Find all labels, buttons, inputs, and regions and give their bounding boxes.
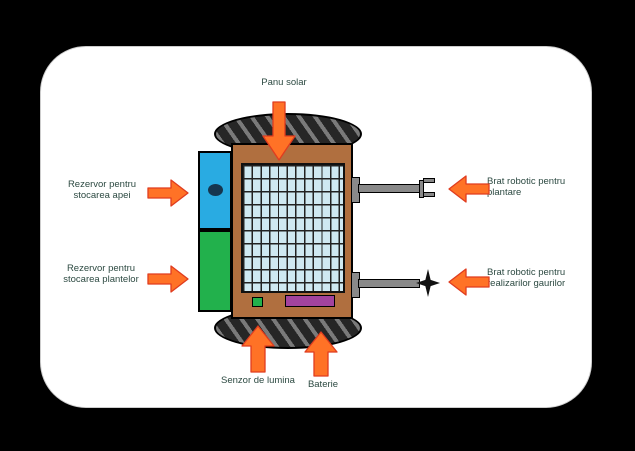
diagram-card: Panu solar Rezervor pentru stocarea apei… [40, 46, 592, 408]
drill-bit-icon [416, 269, 440, 297]
plant-tank-label: Rezervor pentru stocarea plantelor [63, 263, 139, 286]
gripper-prong-top [423, 178, 435, 183]
gripper-prong-bottom [423, 192, 435, 197]
battery-label: Baterie [307, 379, 339, 390]
planting-arm [358, 184, 422, 193]
water-tank-label: Rezervor pentru stocarea apei [67, 179, 137, 202]
arrow-up-icon [304, 331, 338, 377]
arrow-right-icon [147, 265, 189, 293]
battery [285, 295, 335, 307]
arrow-left-icon [448, 175, 490, 203]
planting-arm-label: Brat robotic pentru plantare [487, 176, 566, 199]
arrow-right-icon [147, 179, 189, 207]
arrow-down-icon [262, 101, 296, 161]
arrow-left-icon [448, 268, 490, 296]
gripper-icon [419, 180, 424, 198]
light-sensor [252, 297, 263, 307]
plant-tank [198, 230, 232, 312]
arrow-up-icon [241, 325, 275, 373]
solar-panel [241, 163, 345, 293]
solar-panel-label: Panu solar [261, 77, 307, 88]
water-tank [198, 151, 232, 230]
light-sensor-label: Senzor de lumina [221, 375, 295, 386]
water-tank-port [208, 184, 223, 196]
drilling-arm [358, 279, 420, 288]
drilling-arm-label: Brat robotic pentru realizarilor gaurilo… [487, 267, 566, 290]
